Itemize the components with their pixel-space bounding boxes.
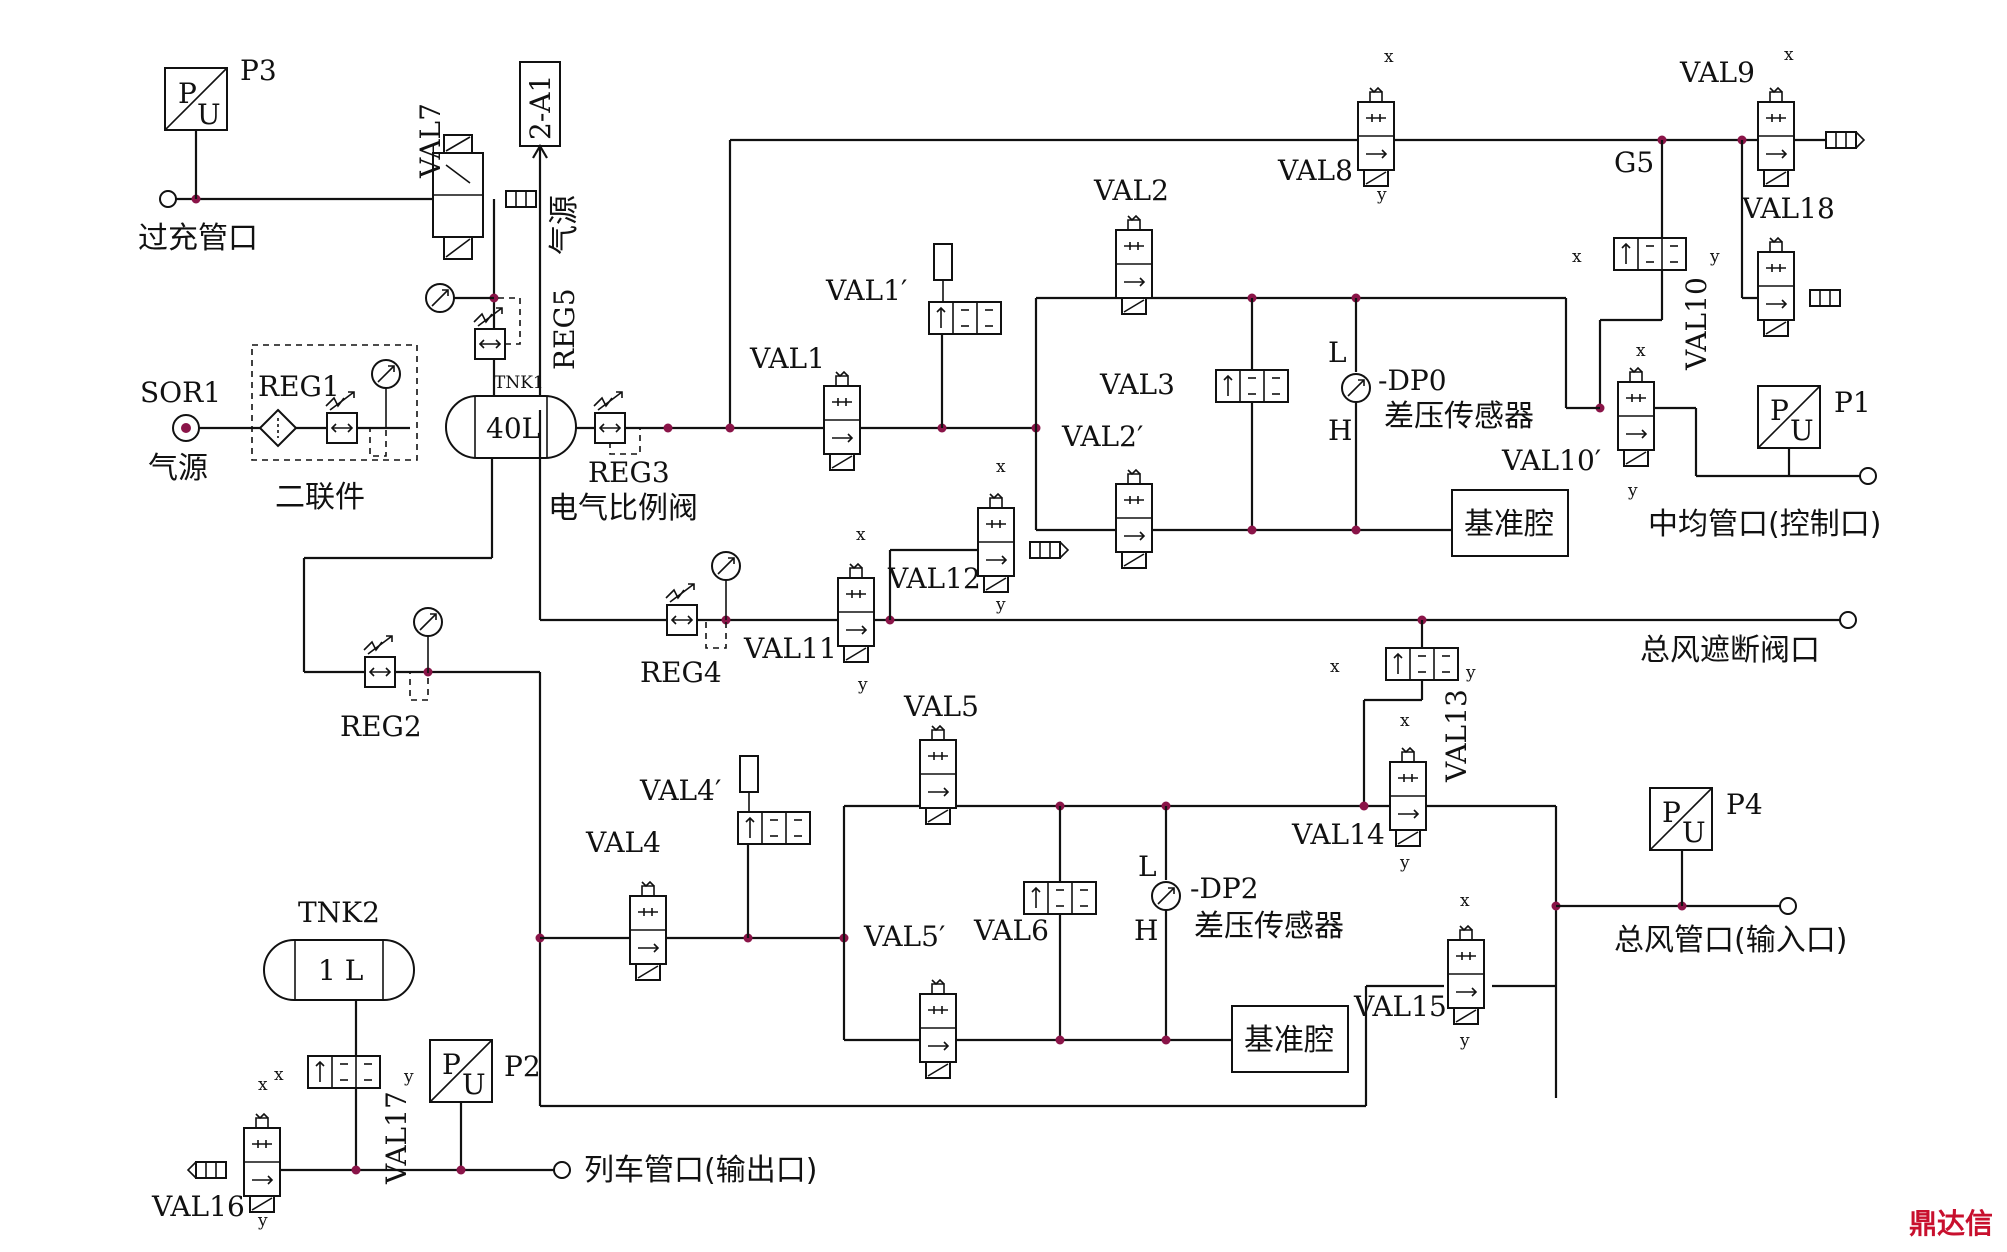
svg-text:y: y xyxy=(403,1067,414,1087)
svg-text:y: y xyxy=(1459,1031,1470,1051)
val4p-label: VAL4′ xyxy=(639,774,721,807)
dp2-sensor-label: 差压传感器 xyxy=(1194,909,1344,944)
val1p-label: VAL1′ xyxy=(825,274,907,307)
reg2-label: REG2 xyxy=(340,710,422,743)
val8-label: VAL8 xyxy=(1277,154,1353,187)
reg5-label: REG5 xyxy=(548,288,581,370)
val18-label: VAL18 xyxy=(1741,192,1835,225)
val9-label: VAL9 xyxy=(1679,56,1755,89)
val2p-label: VAL2′ xyxy=(1061,420,1143,453)
val7-label: VAL7 xyxy=(414,103,447,179)
svg-text:SOR1: SOR1 xyxy=(140,376,221,409)
erlian-label: 二联件 xyxy=(275,480,365,515)
zhongjun-label: 中均管口(控制口) xyxy=(1648,507,1881,542)
val4-label: VAL4 xyxy=(585,826,661,859)
lieche-label: 列车管口(输出口) xyxy=(584,1153,817,1188)
p2-label: P2 xyxy=(504,1050,541,1083)
guochong-port xyxy=(159,190,177,208)
svg-text:y: y xyxy=(1465,663,1476,683)
svg-text:L: L xyxy=(1328,336,1347,369)
svg-text:U: U xyxy=(1790,414,1814,447)
dp0-label: -DP0 xyxy=(1378,364,1447,397)
svg-text:x: x xyxy=(1400,711,1410,731)
svg-text:H: H xyxy=(1134,914,1158,947)
p3-label: P3 xyxy=(240,54,277,87)
val7-valve xyxy=(432,134,484,260)
svg-text:y: y xyxy=(1399,853,1410,873)
svg-text:气源: 气源 xyxy=(148,451,208,486)
val16-label: VAL16 xyxy=(151,1190,245,1223)
svg-text:U: U xyxy=(197,98,221,131)
jizhun2-box xyxy=(1231,1005,1349,1073)
reg4-label: REG4 xyxy=(640,656,722,689)
svg-text:x: x xyxy=(856,525,866,545)
a1-box xyxy=(519,61,561,147)
svg-text:2-A1: 2-A1 xyxy=(524,75,557,140)
val11-label: VAL11 xyxy=(743,632,837,665)
tank-1l xyxy=(263,939,415,1001)
svg-text:P: P xyxy=(1770,394,1789,427)
svg-text:x: x xyxy=(258,1075,268,1095)
val12-label: VAL12 xyxy=(887,562,981,595)
zongfeng-zheduan-label: 总风遮断阀口 xyxy=(1640,633,1820,668)
svg-text:P: P xyxy=(178,77,197,110)
svg-text:y: y xyxy=(1709,247,1720,267)
svg-text:x: x xyxy=(1784,45,1794,65)
val15-label: VAL15 xyxy=(1353,990,1447,1023)
svg-text:基准腔: 基准腔 xyxy=(1464,507,1554,542)
erlian-box xyxy=(251,344,418,461)
val10p-label: VAL10′ xyxy=(1501,444,1601,477)
svg-text:P: P xyxy=(442,1048,461,1081)
val1-label: VAL1 xyxy=(749,342,825,375)
svg-text:1 L: 1 L xyxy=(318,954,363,987)
jizhun1-box xyxy=(1451,489,1569,557)
val2-label: VAL2 xyxy=(1093,174,1169,207)
val6-label: VAL6 xyxy=(973,914,1049,947)
svg-text:G5: G5 xyxy=(1614,146,1654,179)
svg-text:x: x xyxy=(1636,341,1646,361)
svg-text:H: H xyxy=(1328,414,1352,447)
val5-label: VAL5 xyxy=(903,690,979,723)
svg-text:P: P xyxy=(1662,796,1681,829)
svg-text:x: x xyxy=(1384,47,1394,67)
svg-text:x: x xyxy=(1330,657,1340,677)
svg-text:40L: 40L xyxy=(486,412,540,445)
svg-text:REG1: REG1 xyxy=(258,370,340,403)
val3-label: VAL3 xyxy=(1099,368,1175,401)
svg-text:y: y xyxy=(857,675,868,695)
dp2-label: -DP2 xyxy=(1190,872,1259,905)
tnk2-label: TNK2 xyxy=(298,896,380,929)
tnk1-label: TNK1 xyxy=(494,373,544,393)
qiyuan-v-label: 气源 xyxy=(547,195,582,255)
svg-text:U: U xyxy=(462,1068,486,1101)
dp0-sensor-label: 差压传感器 xyxy=(1384,399,1534,434)
svg-text:基准腔: 基准腔 xyxy=(1244,1023,1334,1058)
val13-label: VAL13 xyxy=(1440,689,1473,783)
p1-label: P1 xyxy=(1834,386,1871,419)
val10-label: VAL10 xyxy=(1680,277,1713,371)
guochong-label: 过充管口 xyxy=(138,221,258,256)
svg-text:REG3: REG3 xyxy=(588,456,670,489)
svg-text:x: x xyxy=(996,457,1006,477)
watermark-logo: 鼎达信 xyxy=(1908,1207,1993,1240)
val14-label: VAL14 xyxy=(1291,818,1385,851)
svg-text:y: y xyxy=(1627,481,1638,501)
svg-text:L: L xyxy=(1138,850,1157,883)
val5p-label: VAL5′ xyxy=(863,920,945,953)
zongfeng-label: 总风管口(输入口) xyxy=(1614,923,1847,958)
svg-text:x: x xyxy=(1460,891,1470,911)
filter-icon xyxy=(258,408,298,448)
svg-text:x: x xyxy=(274,1065,284,1085)
svg-text:U: U xyxy=(1682,816,1706,849)
svg-text:x: x xyxy=(1572,247,1582,267)
svg-text:y: y xyxy=(257,1211,268,1231)
dianqi-label: 电气比例阀 xyxy=(548,491,698,526)
svg-text:y: y xyxy=(995,595,1006,615)
p4-label: P4 xyxy=(1726,788,1763,821)
svg-text:y: y xyxy=(1376,185,1387,205)
